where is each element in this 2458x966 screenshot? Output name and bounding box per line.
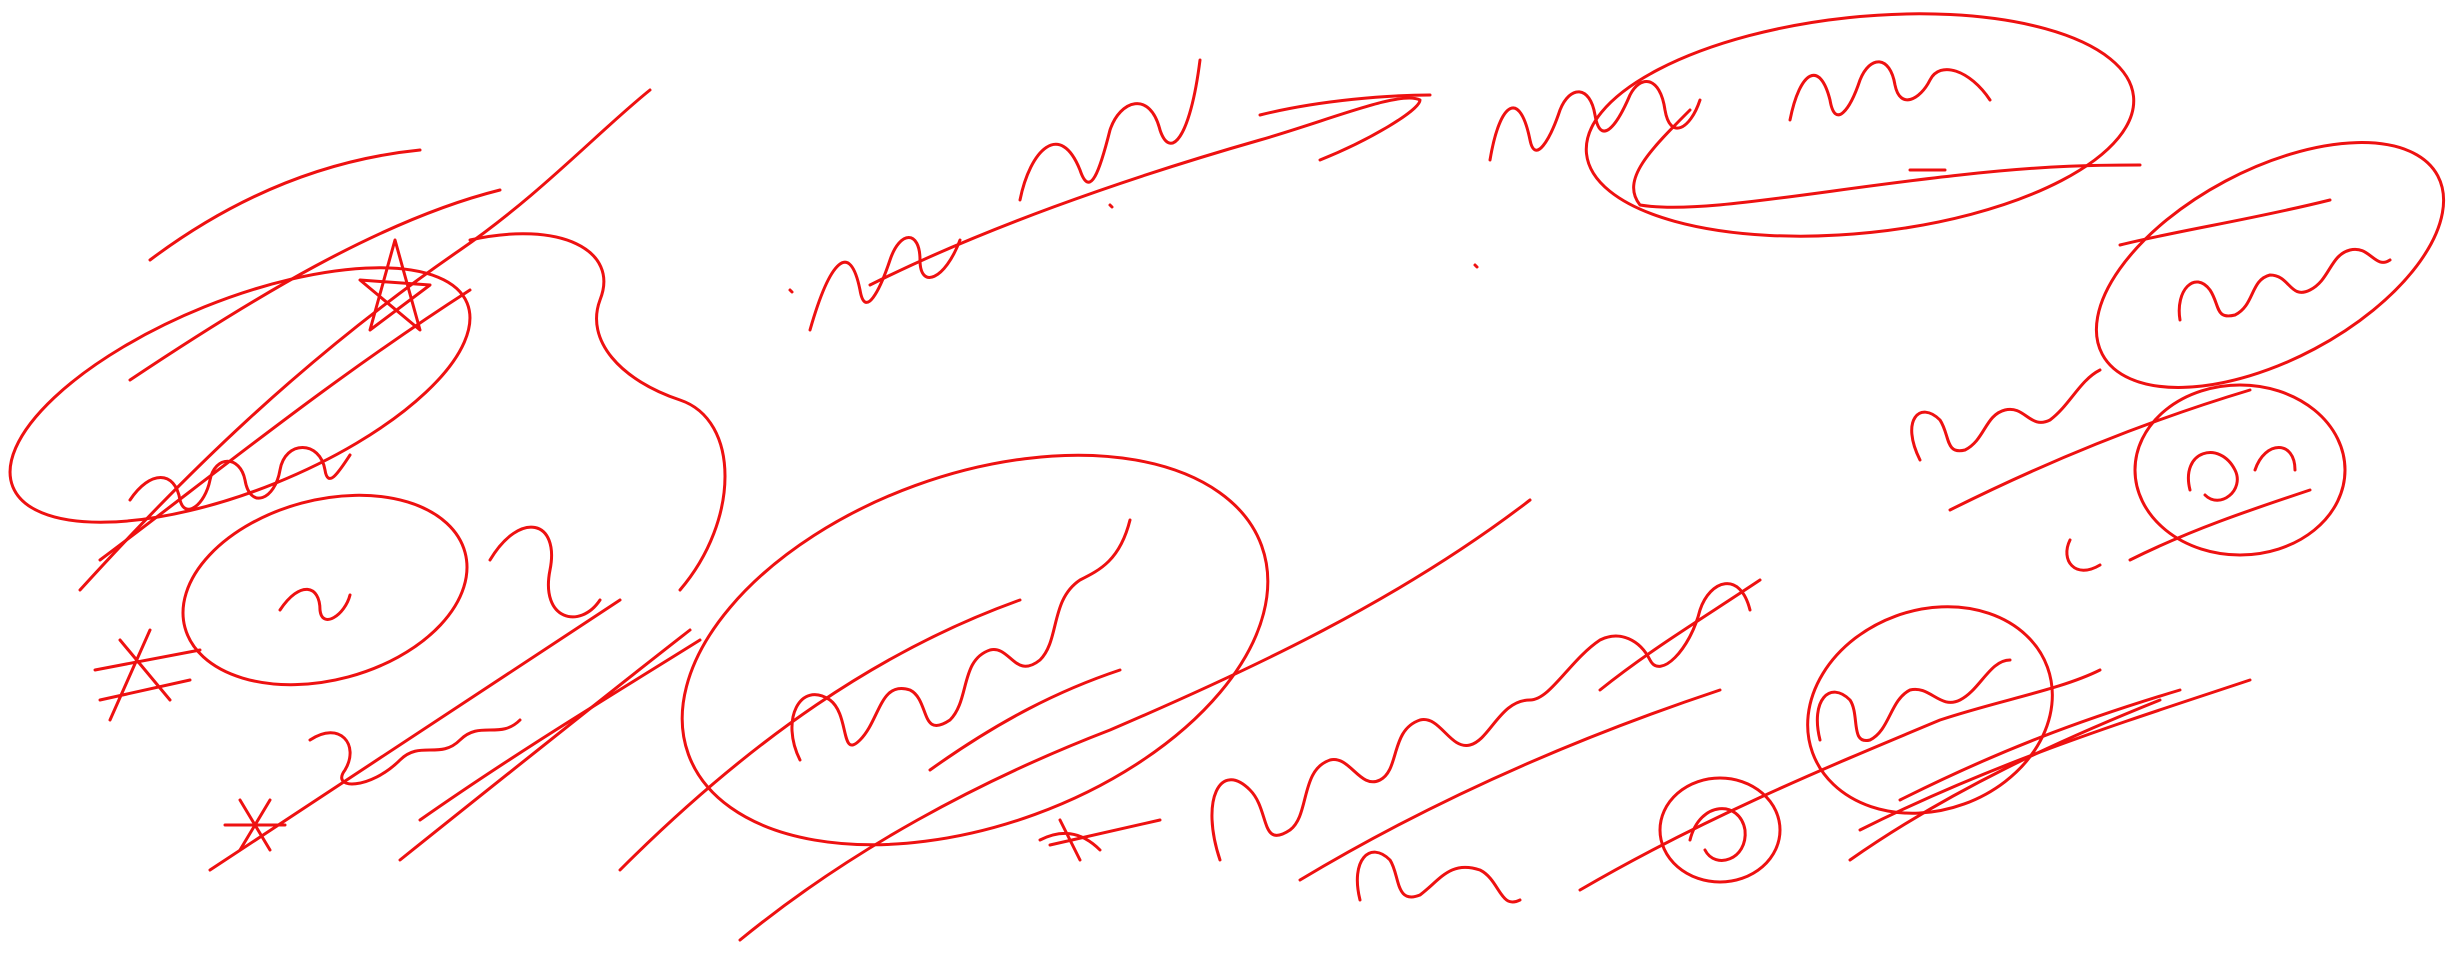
small-loop: [1658, 776, 1782, 884]
script-letters: [2177, 247, 2392, 322]
flourish-stroke: [418, 638, 702, 822]
flourish-stroke: [1898, 688, 2182, 802]
underline-stroke: [1632, 108, 2142, 209]
signature-bottom-center: [1038, 578, 1762, 904]
flourish-stroke: [128, 188, 502, 382]
loop-ellipse: [1584, 12, 2136, 238]
script-letters: [1815, 658, 2012, 742]
loop-ellipse: [1806, 605, 2054, 815]
flourish-stroke: [1578, 668, 2102, 892]
underline-stroke: [1298, 688, 1722, 882]
signature-right-small: [1910, 141, 2446, 572]
script-letters: [1018, 58, 1202, 202]
flourish-stroke: [1858, 678, 2252, 832]
underline-stroke: [1258, 93, 1432, 117]
signature-top-center: [788, 58, 1432, 332]
script-letters: [1788, 60, 1992, 122]
flourish-stroke: [618, 598, 1022, 872]
dot-mark: [788, 288, 794, 294]
small-loop: [181, 493, 469, 687]
flourish-stroke: [1598, 578, 1762, 692]
flourish-stroke: [2065, 538, 2102, 572]
flourish-stroke: [2118, 198, 2332, 247]
asterisk-mark: [1038, 818, 1162, 862]
script-letters: [1210, 582, 1752, 862]
script-letters: [1910, 368, 2102, 462]
underline-stroke: [868, 96, 1422, 287]
flourish-stroke: [1848, 698, 2162, 862]
flourish-stroke: [928, 668, 1122, 772]
script-letters: [278, 587, 352, 621]
dot-mark: [1473, 263, 1479, 269]
signature-top-right: [1473, 12, 2142, 269]
flourish-stroke: [208, 598, 622, 872]
script-letters: [1355, 850, 1522, 904]
signature-bottom-right: [1578, 605, 2252, 892]
asterisk-mark: [223, 798, 287, 852]
flourish-stroke: [738, 498, 1532, 942]
script-letters: [128, 446, 352, 511]
hash-mark: [93, 628, 202, 722]
signature-middle-center: [618, 453, 1532, 942]
inner-loop: [1688, 807, 1747, 862]
script-letters: [790, 518, 1132, 762]
script-hook: [308, 718, 522, 786]
star-mark: [358, 238, 432, 332]
flourish-stroke: [2128, 488, 2312, 562]
underline-stroke: [1948, 388, 2252, 512]
loop-ellipse: [8, 266, 472, 524]
swirl-stroke: [468, 232, 727, 592]
flourish-stroke: [398, 628, 692, 862]
loop-ellipse: [2094, 141, 2446, 389]
flourish-stroke: [148, 148, 422, 262]
script-hook: [488, 525, 602, 619]
script-letters: [1488, 80, 1702, 162]
small-loop: [2133, 383, 2347, 557]
signature-top-left-cluster: [8, 88, 727, 872]
loop-ellipse: [680, 453, 1270, 847]
dot-mark: [1108, 203, 1114, 209]
inner-loop: [2186, 446, 2297, 502]
script-letters: [808, 236, 962, 332]
